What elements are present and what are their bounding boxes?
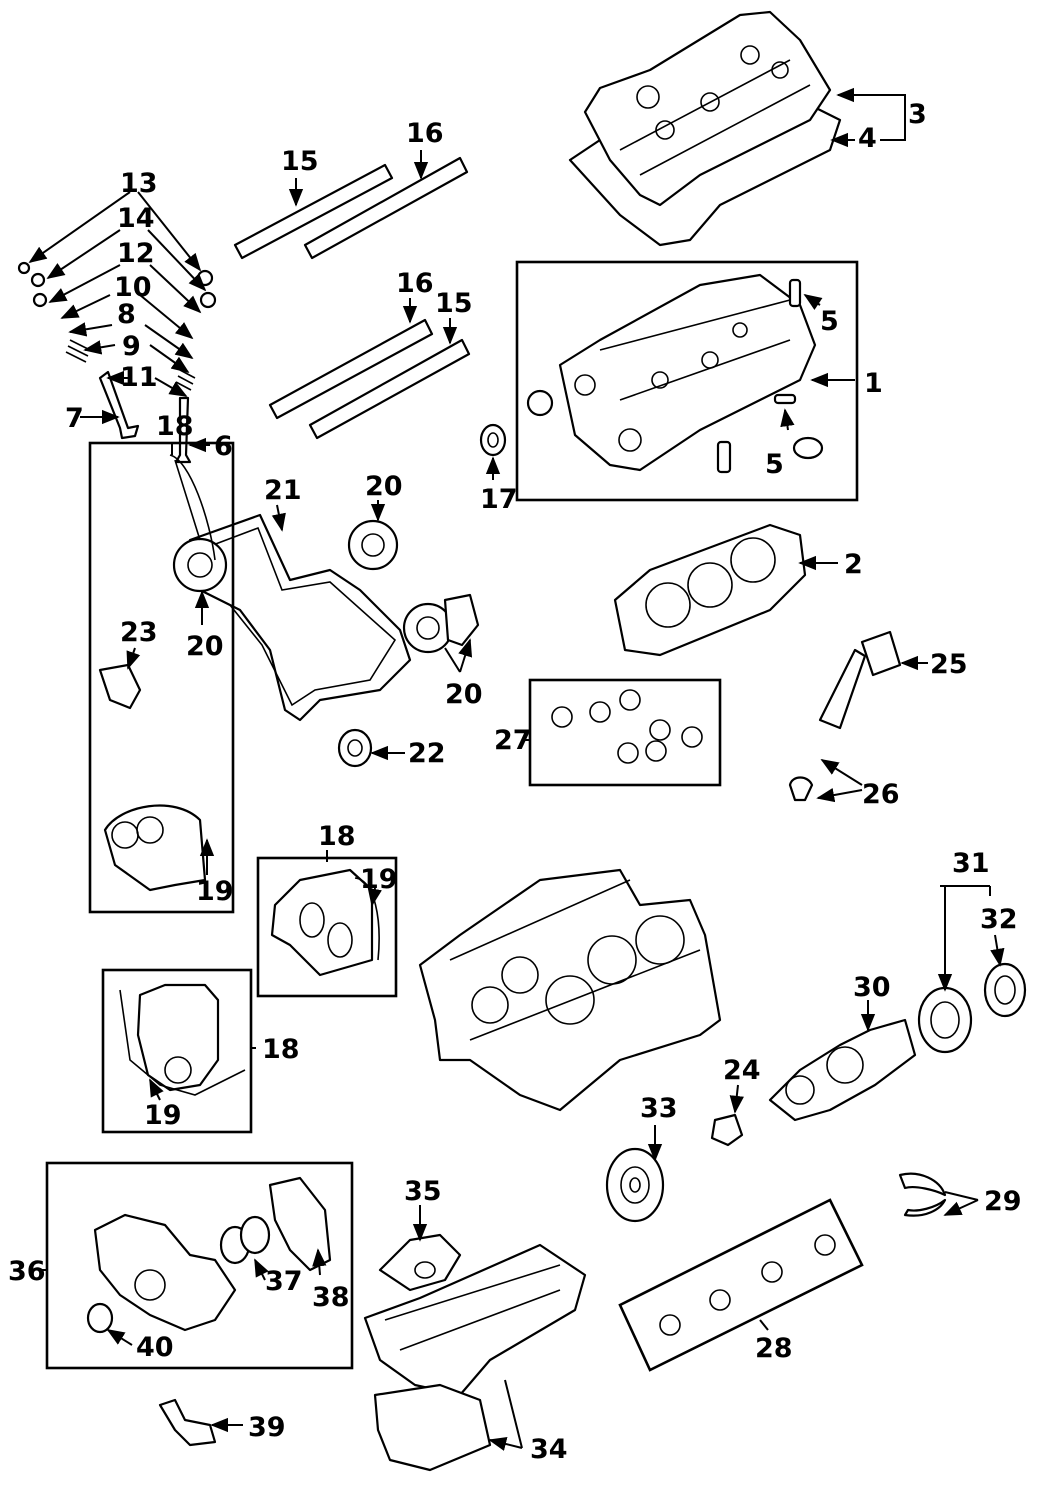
oil-pump-illustration bbox=[86, 1176, 332, 1334]
callout-36: 36 bbox=[8, 1256, 46, 1287]
callout-12: 12 bbox=[117, 238, 155, 269]
callout-40: 40 bbox=[136, 1332, 174, 1363]
callout-19-upper: 19 bbox=[196, 876, 234, 907]
piston-rod-illustration bbox=[788, 630, 902, 802]
callout-10: 10 bbox=[114, 272, 152, 303]
callout-28: 28 bbox=[755, 1333, 793, 1364]
head-gasket-illustration bbox=[613, 523, 807, 657]
callout-35: 35 bbox=[404, 1176, 442, 1207]
callout-18-middle: 18 bbox=[318, 821, 356, 852]
oil-pump-box bbox=[45, 1161, 354, 1370]
callout-11: 11 bbox=[120, 362, 158, 393]
valve-cover-illustration bbox=[568, 10, 842, 247]
callout-19-middle: 19 bbox=[360, 864, 398, 895]
camshafts-illustration bbox=[233, 156, 471, 440]
callout-18-upper: 18 bbox=[156, 411, 194, 442]
main-bearings-illustration bbox=[618, 1198, 864, 1372]
callout-labels: 1 2 3 4 5 5 6 7 8 9 10 11 12 13 14 15 15… bbox=[8, 99, 1022, 1465]
callout-3: 3 bbox=[908, 99, 927, 130]
engine-block-illustration bbox=[418, 868, 722, 1112]
callout-23: 23 bbox=[120, 617, 158, 648]
rod-bearings-illustration bbox=[551, 689, 703, 764]
callout-33: 33 bbox=[640, 1093, 678, 1124]
lower-timing-cover-box bbox=[101, 968, 253, 1134]
callout-30: 30 bbox=[853, 972, 891, 1003]
callout-27: 27 bbox=[494, 725, 532, 756]
cylinder-head-illustration bbox=[526, 273, 824, 474]
crank-pulley-illustration bbox=[605, 1147, 665, 1223]
callout-6: 6 bbox=[214, 431, 233, 462]
oil-pan-illustration bbox=[363, 1233, 587, 1472]
seal-17-illustration bbox=[479, 423, 507, 457]
callout-14: 14 bbox=[117, 203, 155, 234]
callout-29: 29 bbox=[984, 1186, 1022, 1217]
callout-5-upper: 5 bbox=[820, 306, 839, 337]
callout-20-top: 20 bbox=[365, 471, 403, 502]
cylinder-head-box bbox=[515, 260, 859, 502]
callout-39: 39 bbox=[248, 1412, 286, 1443]
callout-15-upper: 15 bbox=[281, 146, 319, 177]
callout-1: 1 bbox=[864, 368, 883, 399]
callout-31: 31 bbox=[952, 848, 990, 879]
callout-16-upper: 16 bbox=[406, 118, 444, 149]
callout-19-lower: 19 bbox=[144, 1100, 182, 1131]
callout-22: 22 bbox=[408, 738, 446, 769]
callout-2: 2 bbox=[844, 549, 863, 580]
callout-25: 25 bbox=[930, 649, 968, 680]
callout-32: 32 bbox=[980, 904, 1018, 935]
oil-strainer-illustration bbox=[158, 1398, 217, 1447]
callout-34: 34 bbox=[530, 1434, 568, 1465]
callout-20-left: 20 bbox=[186, 631, 224, 662]
callout-26: 26 bbox=[862, 779, 900, 810]
callout-15-lower: 15 bbox=[435, 288, 473, 319]
callout-13: 13 bbox=[120, 168, 158, 199]
callout-17: 17 bbox=[480, 484, 518, 515]
callout-7: 7 bbox=[65, 403, 84, 434]
callout-8: 8 bbox=[117, 299, 136, 330]
callout-9: 9 bbox=[122, 331, 141, 362]
callout-18-lower: 18 bbox=[262, 1034, 300, 1065]
timing-covers-illustration bbox=[103, 454, 380, 1096]
upper-timing-cover-box-drawn bbox=[88, 441, 235, 914]
callout-5-lower: 5 bbox=[765, 449, 784, 480]
callout-16-lower: 16 bbox=[396, 268, 434, 299]
timing-belt-illustration bbox=[98, 513, 480, 768]
callout-20-right: 20 bbox=[445, 679, 483, 710]
callout-4: 4 bbox=[858, 123, 877, 154]
callout-21: 21 bbox=[264, 475, 302, 506]
callout-37: 37 bbox=[265, 1266, 303, 1297]
thrust-washer-illustration bbox=[898, 1172, 947, 1217]
callout-38: 38 bbox=[312, 1282, 350, 1313]
rod-bearings-box bbox=[528, 678, 722, 787]
callout-24: 24 bbox=[723, 1055, 761, 1086]
